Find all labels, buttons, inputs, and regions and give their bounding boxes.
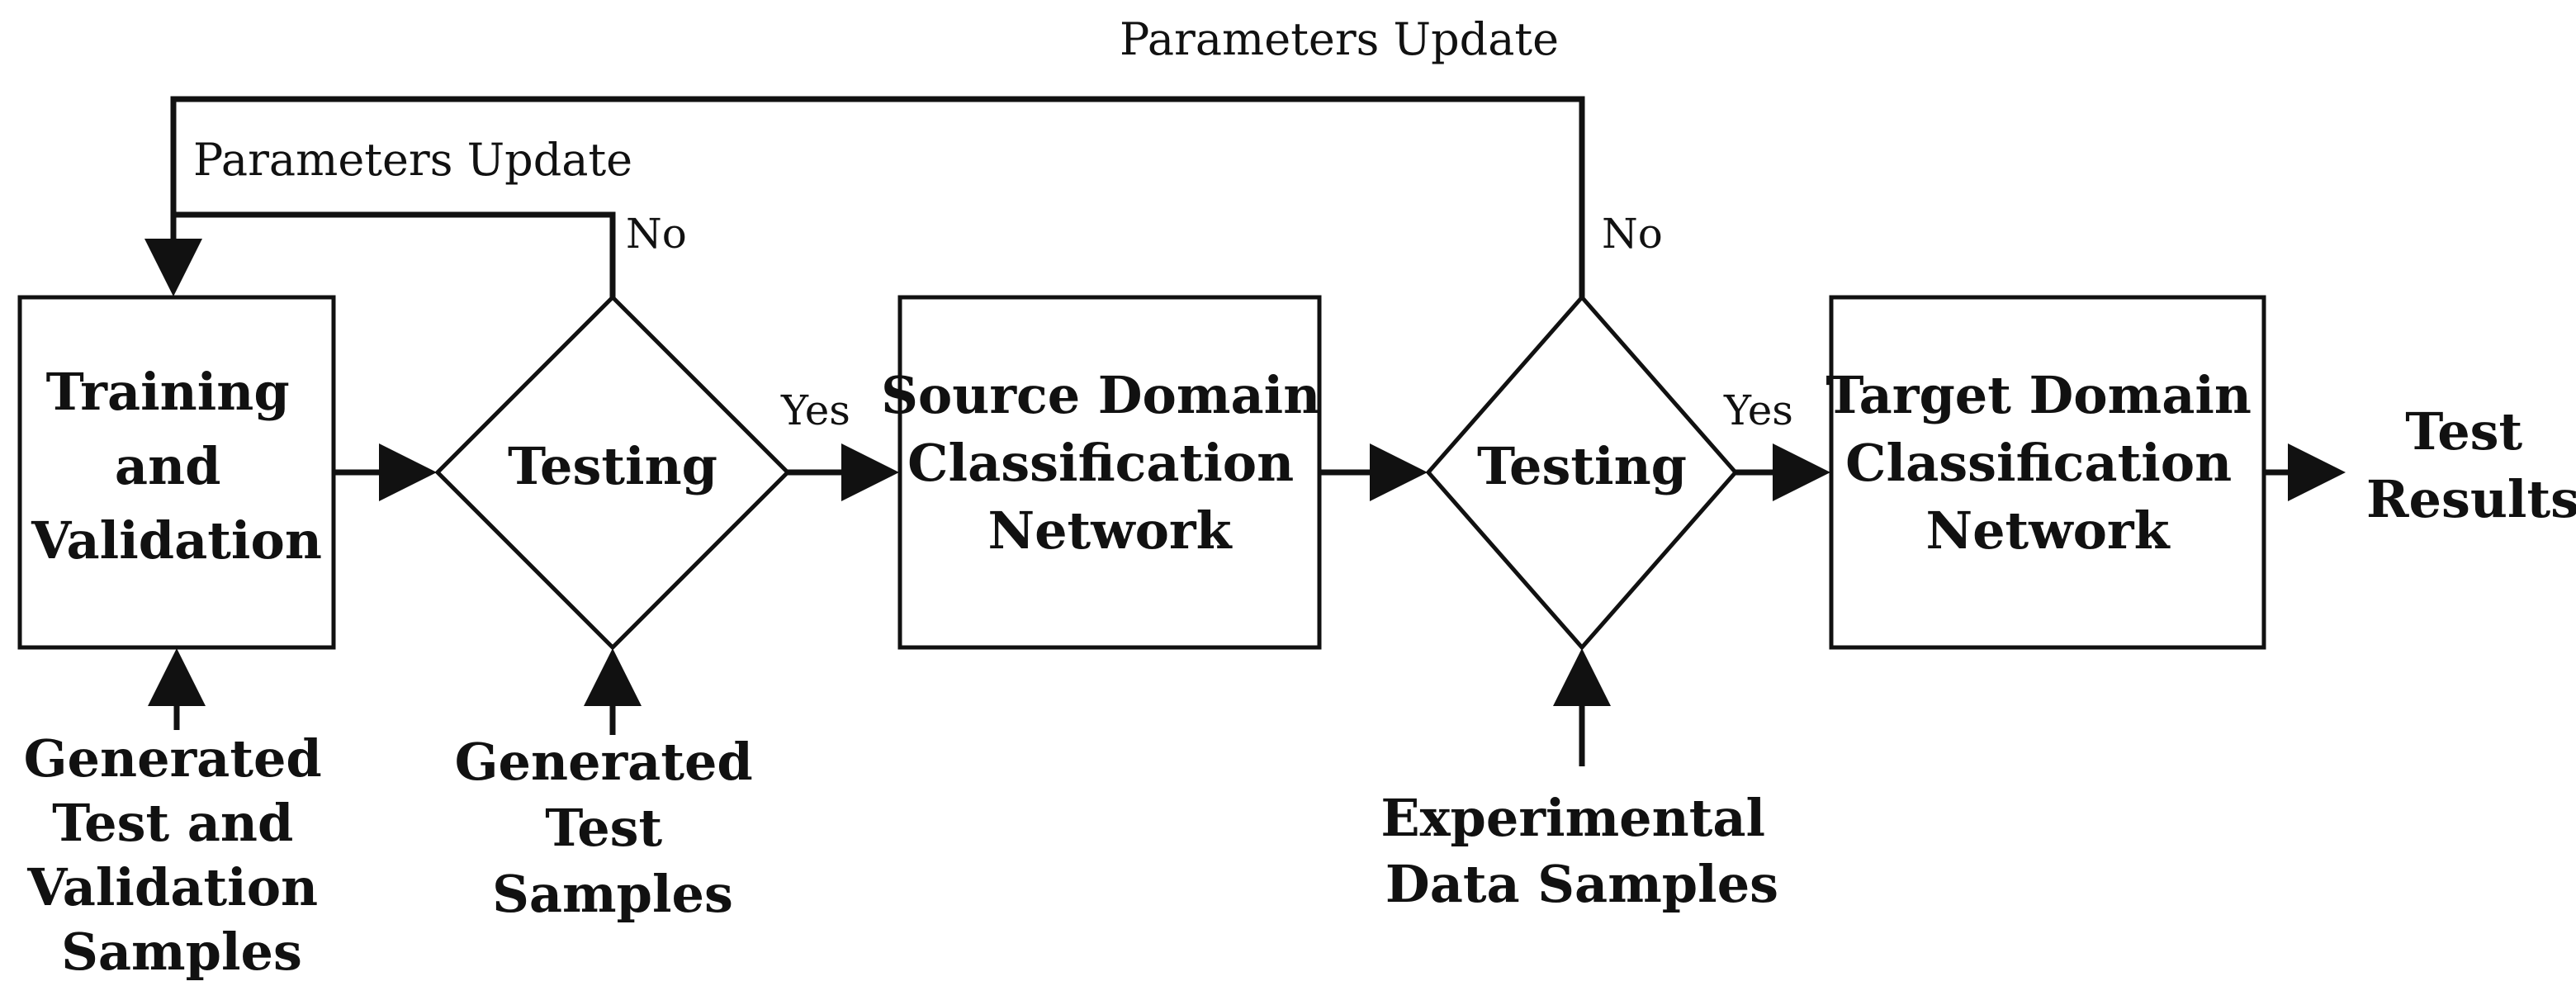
experimental-data-label: Experimental Data Samples bbox=[1380, 788, 1783, 914]
generated-test-validation-label: Generated Test and Validation Samples bbox=[24, 728, 340, 982]
no-label-2: No bbox=[1602, 210, 1663, 258]
outer-feedback-loop bbox=[144, 96, 1585, 297]
outer-parameters-update-label: Parameters Update bbox=[1120, 13, 1559, 65]
training-validation-label: Training and Validation bbox=[31, 362, 322, 571]
source-domain-network-box bbox=[897, 295, 1322, 650]
source-domain-network-label: Source Domain Classification Network bbox=[881, 365, 1338, 561]
yes-label-1: Yes bbox=[780, 386, 850, 434]
testing-decision-1-label: Testing bbox=[508, 436, 717, 496]
no-label-1: No bbox=[626, 210, 687, 258]
inner-parameters-update-label: Parameters Update bbox=[193, 134, 632, 186]
target-domain-network-label: Target Domain Classification Network bbox=[1825, 365, 2269, 561]
generated-test-samples-label: Generated Test Samples bbox=[455, 732, 771, 924]
inner-feedback-loop bbox=[173, 211, 616, 297]
test-results-label: Test Results bbox=[2366, 401, 2576, 529]
testing-decision-2 bbox=[1425, 294, 1739, 651]
testing-decision-2-label: Testing bbox=[1477, 436, 1687, 496]
testing-decision-1 bbox=[434, 294, 791, 651]
yes-label-2: Yes bbox=[1723, 386, 1793, 434]
training-validation-box bbox=[17, 295, 336, 650]
